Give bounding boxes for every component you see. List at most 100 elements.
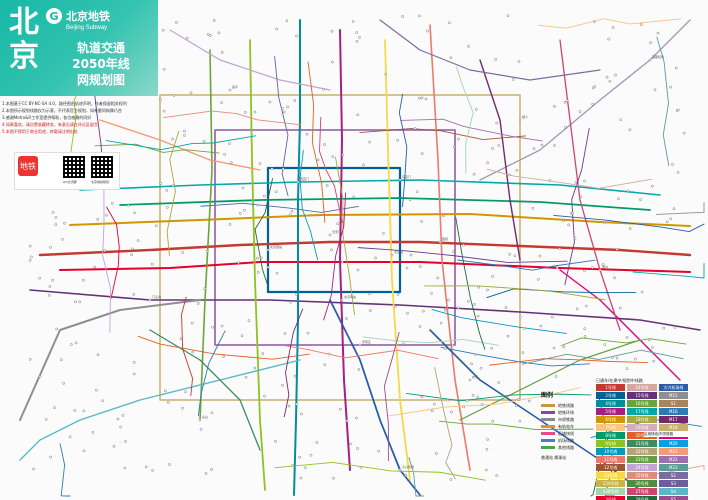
station-marker[interactable] <box>162 109 166 113</box>
station-marker[interactable] <box>331 155 335 158</box>
station-marker[interactable] <box>336 222 340 225</box>
station-marker[interactable] <box>241 186 245 190</box>
station-marker[interactable] <box>38 276 41 280</box>
subway-line[interactable] <box>319 116 343 223</box>
station-marker[interactable] <box>598 268 602 272</box>
line-color-cell[interactable]: M17 <box>658 416 688 423</box>
station-marker[interactable] <box>53 406 56 410</box>
station-marker[interactable] <box>669 217 673 221</box>
station-marker[interactable] <box>562 219 565 223</box>
line-color-cell[interactable]: 15号线 <box>627 392 657 399</box>
station-marker[interactable] <box>491 419 495 423</box>
subway-line[interactable] <box>19 359 301 461</box>
line-color-cell[interactable]: 20号线 <box>627 432 657 439</box>
line-color-cell[interactable]: 16号线 <box>627 400 657 407</box>
station-marker[interactable] <box>206 33 210 36</box>
station-marker[interactable] <box>634 357 637 361</box>
station-marker[interactable] <box>356 113 360 117</box>
subway-line[interactable] <box>383 332 400 462</box>
station-marker[interactable] <box>63 221 66 225</box>
station-marker[interactable] <box>281 107 284 110</box>
station-marker[interactable] <box>656 31 660 35</box>
line-color-cell[interactable]: 10号线 <box>596 448 626 455</box>
station-marker[interactable] <box>515 168 519 172</box>
station-marker[interactable] <box>299 476 303 480</box>
station-marker[interactable] <box>474 108 478 111</box>
subway-line[interactable] <box>553 215 705 233</box>
station-marker[interactable] <box>228 142 231 145</box>
station-marker[interactable] <box>537 277 540 281</box>
subway-line[interactable] <box>69 213 691 227</box>
line-color-cell[interactable]: 25号线 <box>627 472 657 479</box>
subway-line[interactable] <box>199 49 213 421</box>
line-color-cell[interactable]: 大兴机场线 <box>658 384 688 391</box>
subway-line[interactable] <box>564 127 590 286</box>
station-marker[interactable] <box>517 397 521 401</box>
line-color-cell[interactable]: 2号线 <box>596 392 626 399</box>
station-marker[interactable] <box>330 29 334 33</box>
station-marker[interactable] <box>523 326 526 330</box>
station-marker[interactable] <box>240 334 244 338</box>
station-marker[interactable] <box>377 449 381 453</box>
station-marker[interactable] <box>374 256 377 260</box>
line-color-cell[interactable]: M16 <box>658 408 688 415</box>
station-marker[interactable] <box>208 34 212 37</box>
station-marker[interactable] <box>444 347 448 351</box>
subway-line[interactable] <box>537 18 681 29</box>
subway-line[interactable] <box>197 330 226 417</box>
station-marker[interactable] <box>462 405 466 409</box>
station-marker[interactable] <box>436 276 440 280</box>
station-marker[interactable] <box>323 143 326 146</box>
station-marker[interactable] <box>674 66 678 70</box>
station-marker[interactable] <box>263 394 266 398</box>
station-marker[interactable] <box>418 265 422 268</box>
subway-line[interactable] <box>655 202 705 215</box>
station-marker[interactable] <box>402 342 405 346</box>
station-marker[interactable] <box>639 198 642 201</box>
station-marker[interactable] <box>653 88 657 92</box>
station-marker[interactable] <box>452 250 455 253</box>
subway-line[interactable] <box>149 329 261 451</box>
line-color-cell[interactable]: M23 <box>658 464 688 471</box>
station-marker[interactable] <box>555 266 559 270</box>
subway-line[interactable] <box>438 420 594 430</box>
station-marker[interactable] <box>565 99 569 102</box>
station-marker[interactable] <box>578 110 582 113</box>
station-marker[interactable] <box>553 144 556 147</box>
station-marker[interactable] <box>345 317 348 320</box>
station-marker[interactable] <box>480 403 484 406</box>
station-marker[interactable] <box>222 355 225 358</box>
station-marker[interactable] <box>615 356 619 360</box>
station-marker[interactable] <box>506 14 510 17</box>
subway-line[interactable] <box>307 61 326 223</box>
station-marker[interactable] <box>491 275 494 278</box>
station-marker[interactable] <box>484 468 488 472</box>
station-marker[interactable] <box>190 321 194 325</box>
station-marker[interactable] <box>415 190 419 194</box>
subway-line[interactable] <box>456 66 474 174</box>
station-marker[interactable] <box>648 58 652 62</box>
station-marker[interactable] <box>282 110 286 114</box>
station-marker[interactable] <box>258 162 262 165</box>
station-marker[interactable] <box>51 278 55 282</box>
station-marker[interactable] <box>626 189 630 193</box>
station-marker[interactable] <box>191 350 195 354</box>
subway-line[interactable] <box>299 150 319 261</box>
station-marker[interactable] <box>405 266 409 270</box>
station-marker[interactable] <box>165 206 169 209</box>
station-marker[interactable] <box>470 362 473 366</box>
station-marker[interactable] <box>579 195 583 198</box>
line-color-cell[interactable]: M18 <box>658 424 688 431</box>
station-marker[interactable] <box>640 290 644 294</box>
station-marker[interactable] <box>244 375 248 379</box>
station-marker[interactable] <box>515 404 518 407</box>
subway-line[interactable] <box>323 192 347 321</box>
line-color-cell[interactable]: 13A号线 <box>596 480 626 487</box>
line-color-cell[interactable]: M22 <box>658 456 688 463</box>
station-marker[interactable] <box>295 402 298 406</box>
station-marker[interactable] <box>290 209 294 213</box>
station-marker[interactable] <box>358 343 362 347</box>
station-marker[interactable] <box>617 197 620 201</box>
station-marker[interactable] <box>247 319 251 323</box>
station-marker[interactable] <box>261 352 265 355</box>
